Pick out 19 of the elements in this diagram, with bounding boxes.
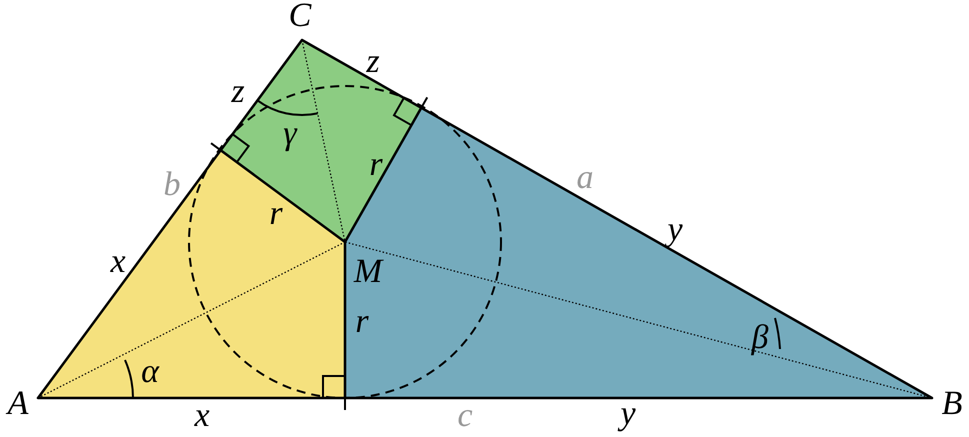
side-label: c xyxy=(457,399,473,433)
vertex-label: A xyxy=(8,387,28,421)
length-label: r xyxy=(369,148,383,182)
point-label: M xyxy=(354,255,382,289)
vertex-label: C xyxy=(288,0,312,33)
angle-label: γ xyxy=(283,117,297,151)
length-label: r xyxy=(269,197,283,231)
length-label: z xyxy=(366,45,380,79)
vertex-label: B xyxy=(942,387,962,421)
angle-label: β xyxy=(752,321,768,355)
length-label: x xyxy=(110,245,126,279)
angle-label: α xyxy=(141,355,159,389)
length-label: x xyxy=(194,399,210,433)
side-label: b xyxy=(164,168,180,202)
length-label: y xyxy=(620,397,636,431)
side-label: a xyxy=(576,161,594,195)
length-label: y xyxy=(667,213,683,247)
length-label: z xyxy=(231,75,245,109)
length-label: r xyxy=(355,305,369,339)
